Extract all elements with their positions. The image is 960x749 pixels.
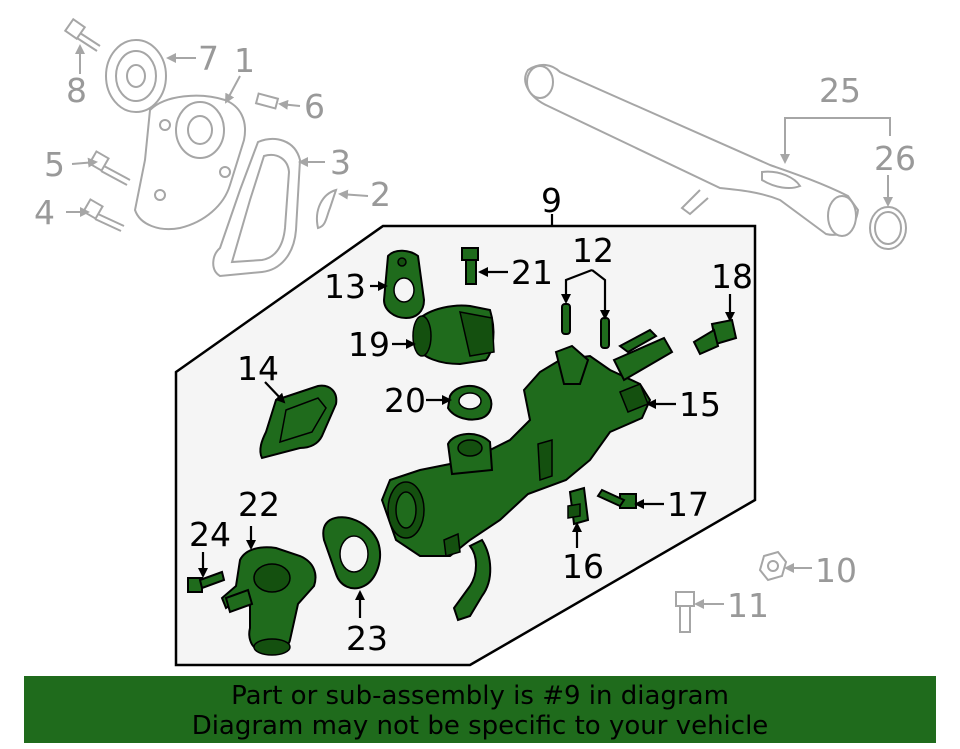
- gasket-14-icon: [259, 384, 338, 460]
- callout-7: 7: [198, 39, 219, 78]
- callout-8: 8: [66, 71, 87, 110]
- black-callouts: 9 13 21 12 18 19 15 14 20 17 22 24 16 23: [189, 181, 753, 658]
- callout-6: 6: [304, 87, 325, 126]
- dowel-6-icon: [254, 92, 280, 110]
- gray-callouts: 8 7 1 6 5 3 4 2 25 26 10 11: [34, 39, 916, 625]
- water-pump-assembly-context: [63, 17, 338, 278]
- elbow-19-icon: [412, 304, 495, 366]
- assembly-notice-banner: Part or sub-assembly is #9 in diagram Di…: [24, 676, 936, 743]
- callout-15: 15: [679, 385, 721, 424]
- callout-24: 24: [189, 515, 231, 554]
- bolt-5-icon: [88, 150, 131, 186]
- callout-11: 11: [727, 586, 769, 625]
- pulley-7-icon: [105, 39, 167, 113]
- sensor-18-icon: [692, 318, 738, 356]
- callout-10: 10: [815, 551, 857, 590]
- callout-19: 19: [348, 325, 390, 364]
- gasket-13-icon: [382, 249, 426, 320]
- water-pipe-25-icon: [524, 64, 860, 237]
- bolt-8-icon: [63, 17, 101, 52]
- bolt-11-icon: [675, 591, 695, 633]
- bolt-24-icon: [187, 570, 226, 593]
- gasket-23-icon: [322, 516, 382, 590]
- callout-2: 2: [370, 175, 391, 214]
- callout-4: 4: [34, 193, 55, 232]
- callout-3: 3: [330, 143, 351, 182]
- black-callout-arrows: [198, 267, 735, 618]
- gasket-20-icon: [446, 385, 493, 421]
- callout-18: 18: [711, 257, 753, 296]
- water-pump-1-icon: [133, 94, 246, 230]
- callout-20: 20: [384, 381, 426, 420]
- callout-17: 17: [667, 485, 709, 524]
- thermostat-housing-22-icon: [220, 546, 317, 656]
- bracket-16-icon: [567, 486, 590, 526]
- nut-10-icon: [758, 550, 788, 582]
- bolt-21-icon: [461, 247, 479, 285]
- water-outlet-15-icon: [380, 328, 674, 622]
- callout-9: 9: [541, 181, 562, 220]
- callout-5: 5: [44, 145, 65, 184]
- callout-1: 1: [234, 41, 255, 80]
- banner-line-2: Diagram may not be specific to your vehi…: [191, 711, 769, 741]
- seal-2-icon: [316, 188, 338, 230]
- callout-12: 12: [572, 231, 614, 270]
- bolt-4-icon: [82, 198, 125, 232]
- pins-12-icon: [561, 303, 610, 349]
- callout-16: 16: [562, 547, 604, 586]
- callout-26: 26: [874, 139, 916, 178]
- callout-23: 23: [346, 619, 388, 658]
- bolt-17-icon: [596, 488, 637, 509]
- callout-22: 22: [238, 485, 280, 524]
- callout-25: 25: [819, 71, 861, 110]
- o-ring-26-icon: [869, 206, 907, 250]
- callout-13: 13: [324, 267, 366, 306]
- callout-21: 21: [511, 253, 553, 292]
- gasket-3-icon: [212, 138, 302, 278]
- callout-14: 14: [237, 349, 279, 388]
- banner-line-1: Part or sub-assembly is #9 in diagram: [231, 681, 729, 711]
